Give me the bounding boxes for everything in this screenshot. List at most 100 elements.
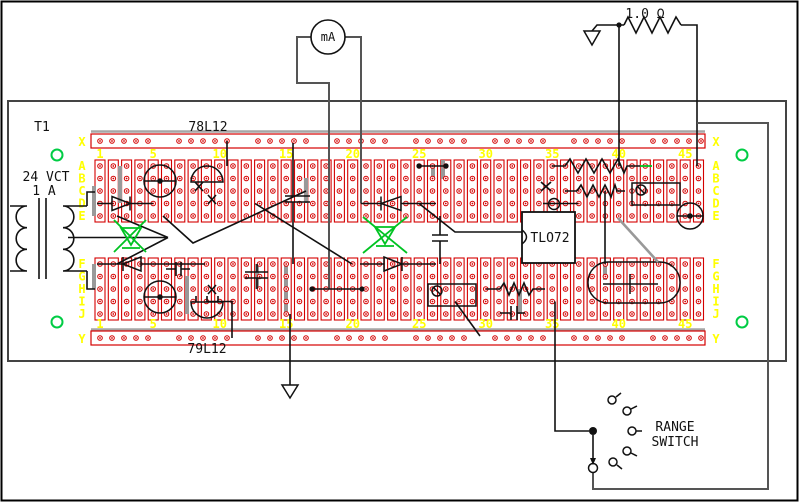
svg-text:I: I bbox=[712, 295, 719, 309]
meter-body bbox=[310, 19, 346, 55]
svg-text:X: X bbox=[712, 135, 720, 149]
svg-text:J: J bbox=[712, 307, 719, 321]
svg-text:30: 30 bbox=[478, 147, 492, 161]
opamp-tl072: TLO72 bbox=[521, 211, 576, 264]
to92-package bbox=[190, 165, 224, 183]
switch-feed-wire bbox=[554, 301, 589, 432]
mount-hole-icon bbox=[50, 148, 64, 162]
regulator-top-label: 78L12 bbox=[188, 120, 227, 135]
svg-text:I: I bbox=[78, 295, 85, 309]
regulator-78l12: 78L12 bbox=[188, 120, 228, 205]
svg-text:A: A bbox=[712, 159, 720, 173]
range-switch-label-1: RANGE bbox=[655, 420, 694, 435]
svg-text:X: X bbox=[78, 135, 86, 149]
transformer-label: T1 bbox=[34, 120, 50, 135]
dip8-package bbox=[521, 211, 576, 264]
meter-wire-left bbox=[296, 36, 330, 289]
svg-text:10: 10 bbox=[212, 317, 226, 331]
transformer-secondary-coil bbox=[62, 205, 87, 272]
ceramic-capacitors bbox=[166, 143, 525, 320]
svg-text:A: A bbox=[78, 159, 86, 173]
breadboard-holes bbox=[97, 138, 704, 341]
mounting-holes bbox=[50, 148, 749, 329]
svg-text:25: 25 bbox=[412, 317, 426, 331]
mount-hole-icon bbox=[735, 315, 749, 329]
opamp-label: TLO72 bbox=[530, 231, 569, 246]
range-switch-label-2: SWITCH bbox=[652, 435, 699, 450]
mount-hole-icon bbox=[50, 315, 64, 329]
led-markers bbox=[113, 216, 408, 254]
dip8-notch-icon bbox=[521, 229, 528, 245]
svg-text:25: 25 bbox=[412, 147, 426, 161]
ground-lead bbox=[591, 24, 624, 32]
large-filter-capacitor bbox=[587, 261, 681, 304]
sense-resistor-circuit: 1.0 Ω bbox=[582, 7, 769, 490]
transformer-rating-current: 1 A bbox=[32, 184, 56, 199]
svg-text:E: E bbox=[78, 209, 85, 223]
regulator-bottom-label: 79L12 bbox=[187, 342, 226, 357]
center-tap-wire bbox=[68, 215, 169, 265]
svg-text:10: 10 bbox=[212, 147, 226, 161]
wire-to-range-switch bbox=[592, 122, 769, 490]
current-meter: mA bbox=[296, 19, 362, 289]
svg-text:45: 45 bbox=[678, 147, 692, 161]
svg-text:B: B bbox=[712, 172, 719, 186]
lead-cross-mark bbox=[207, 194, 217, 205]
board-outline bbox=[7, 100, 787, 362]
lead-cross-mark bbox=[194, 181, 204, 192]
svg-text:E: E bbox=[712, 209, 719, 223]
svg-text:Y: Y bbox=[78, 332, 86, 346]
svg-text:C: C bbox=[712, 184, 719, 198]
breadboard-bus-rails bbox=[90, 130, 706, 346]
diodes bbox=[97, 195, 436, 273]
svg-text:G: G bbox=[712, 270, 719, 284]
sense-resistor-symbol bbox=[623, 15, 682, 35]
svg-text:35: 35 bbox=[545, 147, 559, 161]
svg-text:J: J bbox=[78, 307, 85, 321]
switch-pole-dot bbox=[589, 427, 597, 435]
svg-text:Y: Y bbox=[712, 332, 720, 346]
switch-arrowhead-icon bbox=[590, 458, 596, 465]
svg-text:1: 1 bbox=[96, 317, 103, 331]
svg-text:30: 30 bbox=[478, 317, 492, 331]
lead-cross-mark bbox=[207, 284, 217, 295]
wire-to-row-a-46 bbox=[681, 24, 698, 166]
resistors bbox=[486, 157, 652, 298]
svg-text:15: 15 bbox=[279, 317, 293, 331]
svg-text:H: H bbox=[78, 282, 85, 296]
secondary-bottom-lead bbox=[86, 271, 95, 290]
svg-text:45: 45 bbox=[678, 317, 692, 331]
svg-text:B: B bbox=[78, 172, 85, 186]
svg-text:40: 40 bbox=[611, 317, 625, 331]
transformer: T1 24 VCT 1 A bbox=[10, 120, 169, 290]
sense-resistor-label: 1.0 Ω bbox=[625, 7, 664, 22]
svg-text:20: 20 bbox=[345, 147, 359, 161]
lower-ground bbox=[280, 314, 300, 400]
svg-text:15: 15 bbox=[279, 147, 293, 161]
ground-symbol-icon bbox=[280, 384, 300, 400]
svg-text:5: 5 bbox=[150, 317, 157, 331]
electrolytic-capacitors bbox=[143, 164, 704, 314]
transformer-core bbox=[38, 198, 47, 279]
svg-text:1: 1 bbox=[96, 147, 103, 161]
meter-wire-right bbox=[345, 36, 362, 204]
svg-text:D: D bbox=[78, 197, 85, 211]
svg-text:C: C bbox=[78, 184, 85, 198]
svg-text:F: F bbox=[78, 257, 85, 271]
trimpots bbox=[427, 182, 681, 307]
svg-text:5: 5 bbox=[150, 147, 157, 161]
meter-label: mA bbox=[321, 30, 336, 44]
svg-text:20: 20 bbox=[345, 317, 359, 331]
transformer-primary-coil bbox=[10, 205, 28, 272]
switch-contacts bbox=[607, 392, 642, 470]
mount-hole-icon bbox=[735, 148, 749, 162]
transformer-rating-voltage: 24 VCT bbox=[23, 170, 70, 185]
svg-text:G: G bbox=[78, 270, 85, 284]
svg-text:D: D bbox=[712, 197, 719, 211]
svg-text:H: H bbox=[712, 282, 719, 296]
range-switch: RANGE SWITCH bbox=[554, 301, 699, 474]
